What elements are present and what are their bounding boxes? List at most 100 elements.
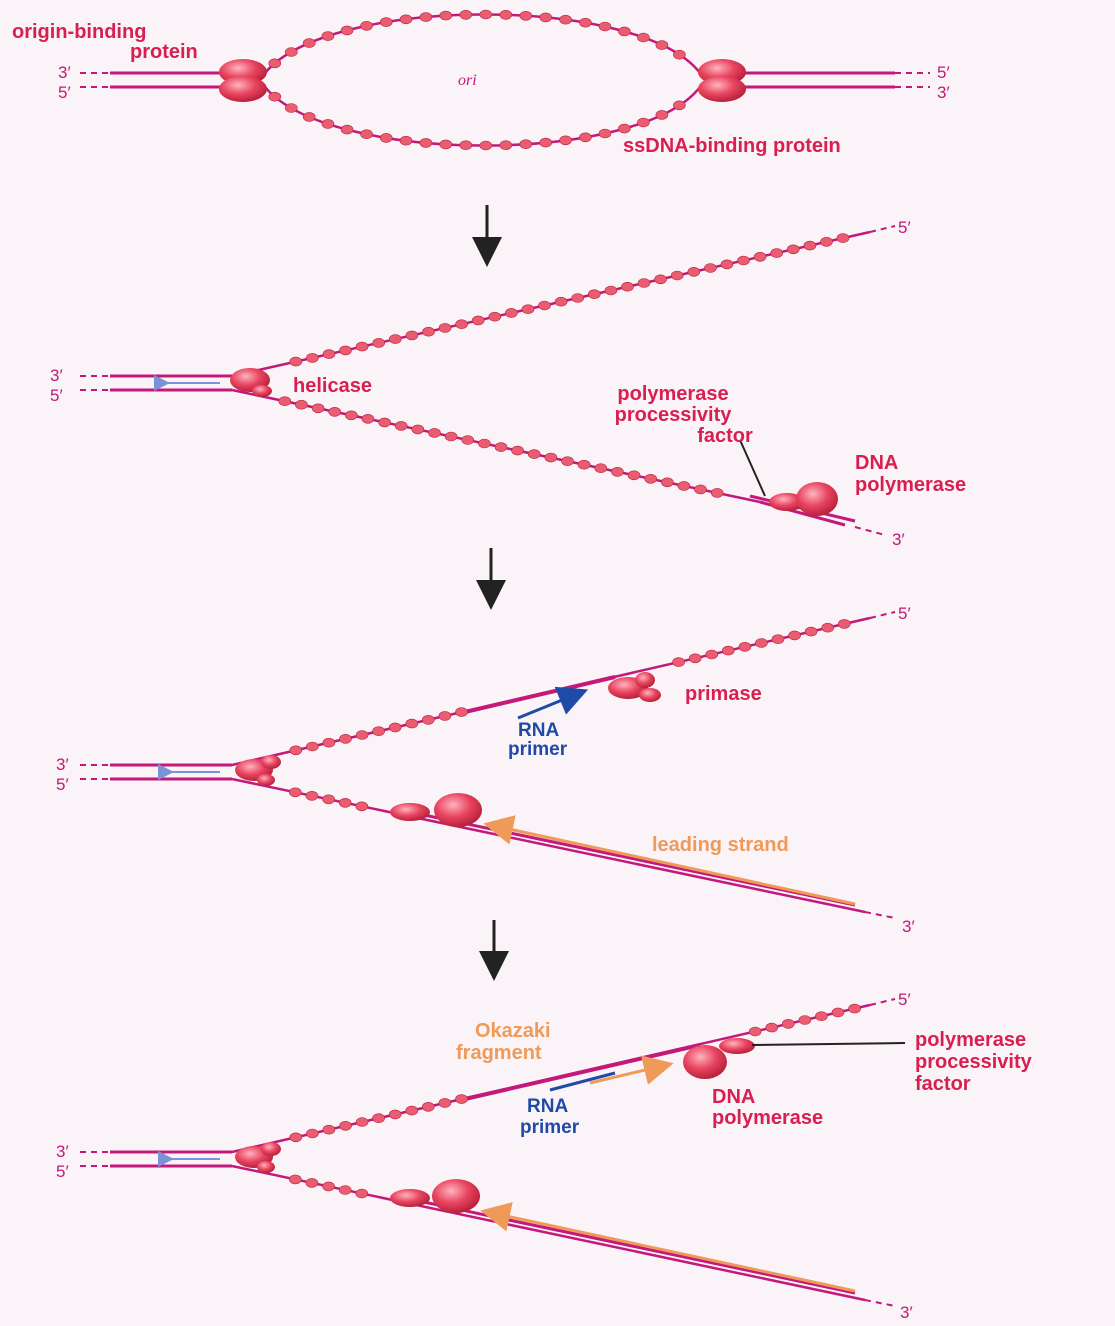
dna-polymerase-label-2: polymerase xyxy=(855,474,966,496)
ssdna-binding-bead xyxy=(344,410,358,421)
ssdna-binding-bead xyxy=(521,304,535,315)
p4-left-top-end: 3′ xyxy=(56,1142,69,1161)
ssdna-binding-bead xyxy=(438,711,452,721)
ssdna-binding-bead xyxy=(405,718,419,729)
ssdna-binding-bead xyxy=(360,20,373,31)
ssdna-binding-bead xyxy=(821,622,835,633)
leading-strand-new xyxy=(399,1195,856,1295)
primase-label: primase xyxy=(685,683,762,705)
ssdna-binding-bead xyxy=(405,330,419,341)
p1-left-bottom-end: 5′ xyxy=(58,83,71,102)
ssdna-binding-bead xyxy=(339,733,352,744)
leading-strand-new xyxy=(399,808,856,907)
processivity-label-1: polymerase xyxy=(915,1029,1026,1051)
origin-binding-label-1: origin-binding xyxy=(12,21,146,43)
ssdna-binding-bead xyxy=(321,31,335,41)
ssdna-binding-bead xyxy=(579,17,592,28)
ssdna-binding-bead xyxy=(519,139,533,149)
ssdna-binding-bead xyxy=(479,140,493,151)
ssdna-binding-bead xyxy=(438,323,452,333)
ssdna-binding-bead xyxy=(278,396,292,407)
ssdna-binding-bead xyxy=(704,263,717,273)
ssdna-binding-bead xyxy=(737,255,750,266)
ssdna-binding-bead xyxy=(618,123,631,134)
ssdna-binding-bead xyxy=(688,653,702,664)
ssdna-binding-bead xyxy=(338,1185,352,1195)
ssdna-binding-bead xyxy=(302,38,316,48)
okazaki-fragment-strand xyxy=(464,1043,701,1101)
ssdna-binding-bead xyxy=(388,1109,402,1120)
ssdna-binding-bead xyxy=(538,300,551,311)
ssdna-binding-bead xyxy=(815,1011,828,1022)
ssdna-binding-bead xyxy=(687,266,701,277)
ssdna-binding-bead xyxy=(378,417,391,428)
ssdna-binding-bead xyxy=(677,481,691,491)
ssdna-binding-bead xyxy=(379,17,393,27)
ssdna-binding-bead xyxy=(328,406,342,417)
ssdna-binding-beads xyxy=(278,233,850,498)
ssdna-binding-bead xyxy=(360,129,373,139)
ssdna-binding-bead xyxy=(419,138,433,148)
ssdna-binding-bead xyxy=(670,270,684,281)
ssdna-binding-bead xyxy=(587,289,601,300)
processivity-label-3: factor xyxy=(915,1073,971,1095)
ssdna-binding-bead xyxy=(820,237,833,247)
p3-left-top-end: 3′ xyxy=(56,755,69,774)
ssdna-binding-bead xyxy=(788,630,801,641)
ssdna-binding-bead xyxy=(295,399,308,410)
ssdna-binding-bead xyxy=(511,445,524,456)
ssdna-binding-beads xyxy=(268,9,686,151)
ssdna-binding-bead xyxy=(499,140,513,150)
ssdna-binding-bead xyxy=(673,100,686,111)
ssdna-binding-bead xyxy=(306,741,319,752)
ssdna-binding-bead xyxy=(455,707,468,717)
p2-left-top-end: 3′ xyxy=(50,366,63,385)
p1-right-top-end: 5′ xyxy=(937,63,950,82)
ssdna-binding-bead xyxy=(637,117,650,128)
ssdna-binding-bead xyxy=(322,349,336,359)
ssdna-binding-bead xyxy=(655,110,669,120)
p4-upper-end: 5′ xyxy=(898,990,911,1009)
helicase-label: helicase xyxy=(293,375,372,397)
ssdna-binding-bead xyxy=(289,356,303,367)
ssdna-binding-bead xyxy=(527,449,541,459)
ssdna-binding-bead xyxy=(268,58,282,69)
ssdna-binding-bead xyxy=(372,338,386,348)
ssdna-binding-bead xyxy=(355,801,369,812)
p3-lower-end: 3′ xyxy=(902,917,915,936)
ssdna-binding-bead xyxy=(755,638,768,648)
ssdna-binding-bead xyxy=(721,645,735,656)
ssdna-binding-bead xyxy=(428,428,441,438)
ssdna-binding-bead xyxy=(598,128,612,139)
ssdna-binding-bead xyxy=(771,634,785,645)
p4-lower-end: 3′ xyxy=(900,1303,913,1322)
ssdna-binding-bead xyxy=(388,334,402,344)
ssdna-binding-bead xyxy=(288,1174,302,1185)
ssdna-binding-bead xyxy=(322,737,336,748)
ssdna-binding-bead xyxy=(321,119,335,129)
rna-primer-pointer xyxy=(549,1071,616,1092)
ssdna-binding-bead xyxy=(268,91,282,102)
ssdna-binding-bead xyxy=(559,135,572,146)
processivity-pointer xyxy=(739,439,766,497)
ssdna-binding-bead xyxy=(804,626,818,637)
ssdna-binding-bead xyxy=(305,790,319,801)
rna-primer-synthesized xyxy=(464,675,616,714)
ssdna-binding-bead xyxy=(611,466,624,477)
ssdna-binding-bead xyxy=(444,431,458,442)
ssdna-binding-bead xyxy=(459,10,473,20)
ssdna-binding-bead xyxy=(637,32,650,43)
ssdna-binding-bead xyxy=(289,745,303,756)
ssdna-binding-bead xyxy=(571,293,585,303)
ssdna-binding-bead xyxy=(284,103,298,113)
ssdna-binding-bead xyxy=(411,424,425,435)
ssdna-binding-bead xyxy=(339,345,352,356)
ssdna-binding-bead xyxy=(355,341,369,352)
ssdna-binding-bead xyxy=(339,1121,352,1131)
dna-polymerase-label-1: DNA xyxy=(855,452,898,474)
processivity-label-2: processivity xyxy=(615,404,733,426)
ssdna-binding-beads xyxy=(288,619,851,812)
ssdna-binding-bead xyxy=(288,787,302,798)
ssdna-binding-bead xyxy=(355,1188,369,1199)
